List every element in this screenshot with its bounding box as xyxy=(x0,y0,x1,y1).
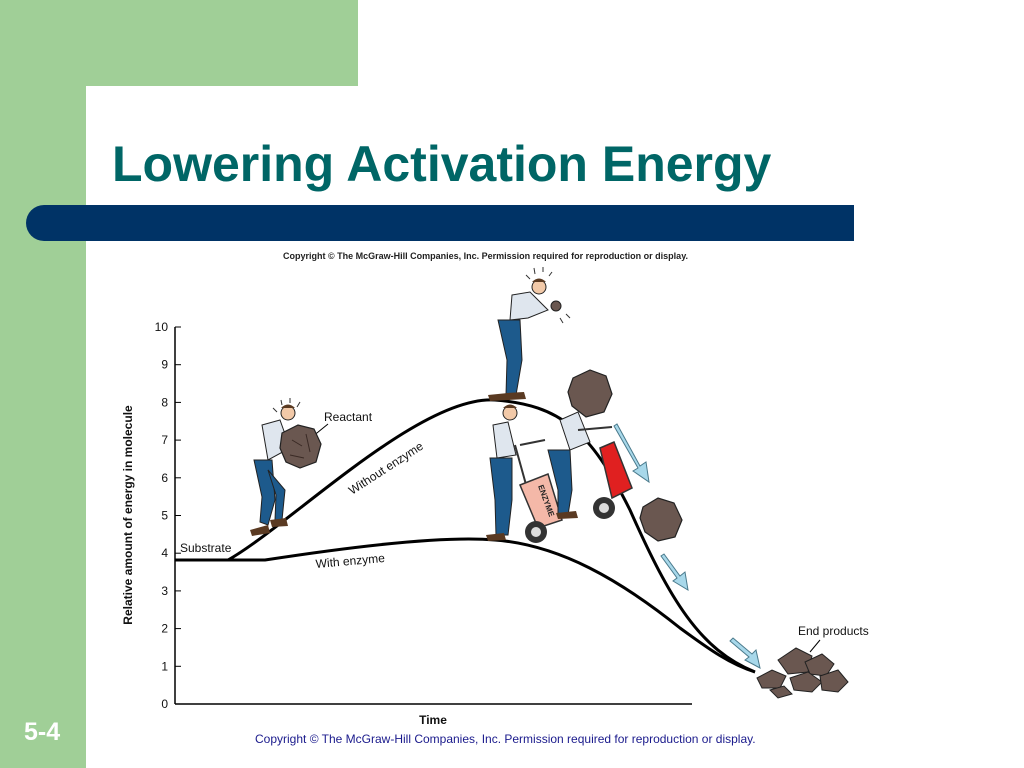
end-products-rocks xyxy=(756,647,849,699)
y-axis: 0 1 2 3 4 5 6 7 8 9 10 xyxy=(155,320,181,711)
label-without-enzyme: Without enzyme xyxy=(346,439,426,498)
reactant-rock xyxy=(279,424,322,469)
title-underline-bar xyxy=(26,205,854,241)
x-axis-label: Time xyxy=(419,713,447,727)
man-pushing-reactant xyxy=(250,404,296,536)
enzyme-wheelbarrow-red xyxy=(577,426,633,519)
y-tick-label: 3 xyxy=(161,584,168,598)
label-with-enzyme: With enzyme xyxy=(315,551,386,571)
man-tipping-cart xyxy=(547,411,591,519)
man-on-peak xyxy=(488,278,562,401)
slide-number: 5-4 xyxy=(24,718,61,746)
enzyme-wheelbarrow-pink: ENZYME xyxy=(514,439,563,543)
y-tick-label: 2 xyxy=(161,622,168,636)
y-tick-label: 4 xyxy=(161,546,168,560)
y-tick-label: 6 xyxy=(161,471,168,485)
curve-without-enzyme xyxy=(175,398,756,674)
sidebar-green-left xyxy=(0,0,86,768)
figure-copyright: Copyright © The McGraw-Hill Companies, I… xyxy=(283,251,689,261)
y-tick-label: 0 xyxy=(161,697,168,711)
y-tick-label: 10 xyxy=(155,320,169,334)
rock-falling-mid xyxy=(639,497,683,542)
motion-lines xyxy=(525,267,571,324)
label-reactant: Reactant xyxy=(324,410,373,424)
man-with-enzyme-cart xyxy=(486,404,518,541)
falling-arrow xyxy=(613,423,650,484)
y-tick-label: 7 xyxy=(161,433,168,447)
y-tick-label: 8 xyxy=(161,395,168,409)
y-axis-ticks: 0 1 2 3 4 5 6 7 8 9 10 xyxy=(155,320,181,711)
footer-copyright: Copyright © The McGraw-Hill Companies, I… xyxy=(255,732,756,746)
y-tick-label: 5 xyxy=(161,509,168,523)
rock-falling-top xyxy=(567,369,613,418)
falling-arrow xyxy=(729,637,761,669)
y-tick-label: 1 xyxy=(161,659,168,673)
y-tick-label: 9 xyxy=(161,358,168,372)
label-substrate: Substrate xyxy=(180,541,232,555)
end-products-pointer xyxy=(809,639,821,653)
curve-with-enzyme xyxy=(175,537,756,674)
y-axis-label: Relative amount of energy in molecule xyxy=(121,405,135,625)
motion-lines xyxy=(272,398,301,413)
slide-title: Lowering Activation Energy xyxy=(112,136,772,192)
label-end-products: End products xyxy=(798,624,869,638)
content-panel xyxy=(86,86,1024,768)
falling-arrow xyxy=(660,553,689,591)
